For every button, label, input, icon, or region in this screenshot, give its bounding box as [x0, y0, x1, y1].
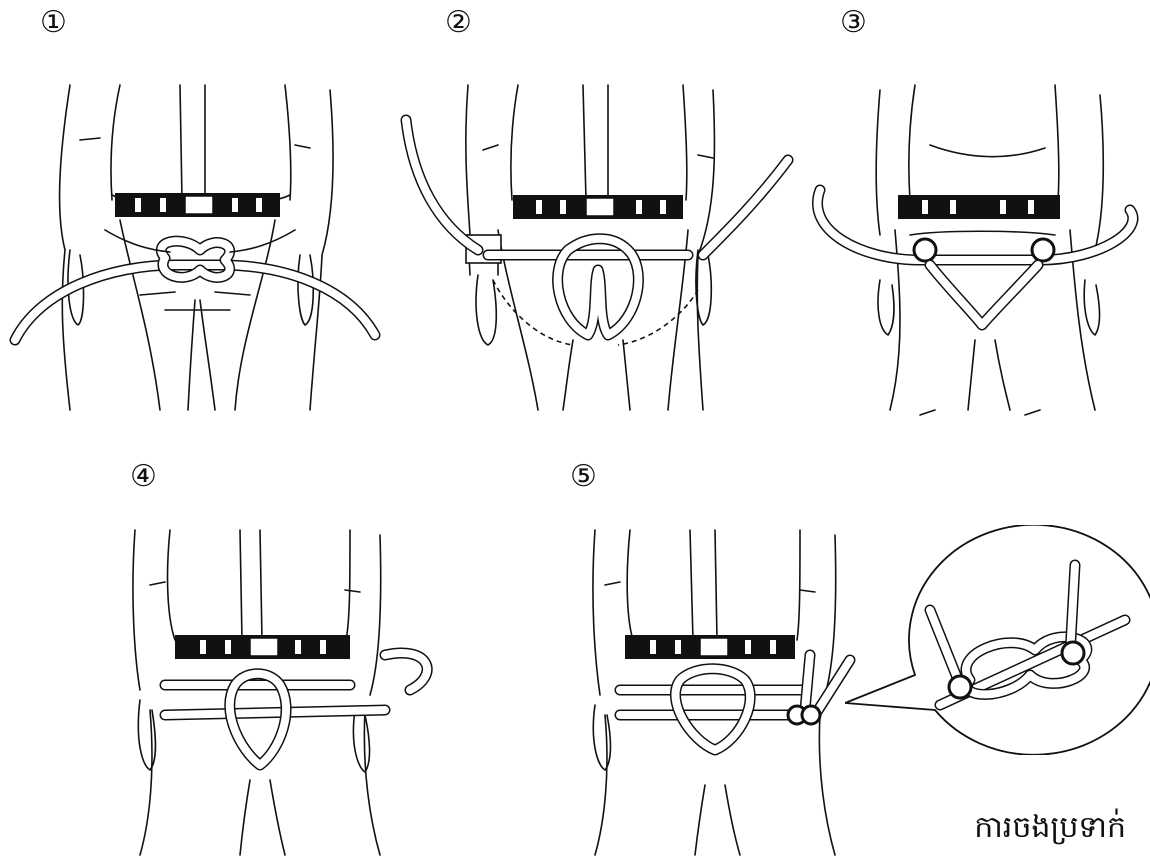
step-3-number: ③: [840, 8, 867, 38]
step-4-number: ④: [130, 462, 157, 492]
step-4-illustration: [110, 520, 450, 860]
step-2-number: ②: [445, 8, 472, 38]
step-1-illustration: [0, 70, 390, 420]
knot-detail-callout: [845, 525, 1150, 755]
step-5-number: ⑤: [570, 462, 597, 492]
step-2-illustration: [398, 70, 798, 420]
step-1-number: ①: [40, 8, 67, 38]
step-3-illustration: [800, 70, 1150, 420]
diagram-caption: ការចងប្រទាក់: [974, 808, 1126, 852]
step-5-illustration: [575, 520, 875, 860]
